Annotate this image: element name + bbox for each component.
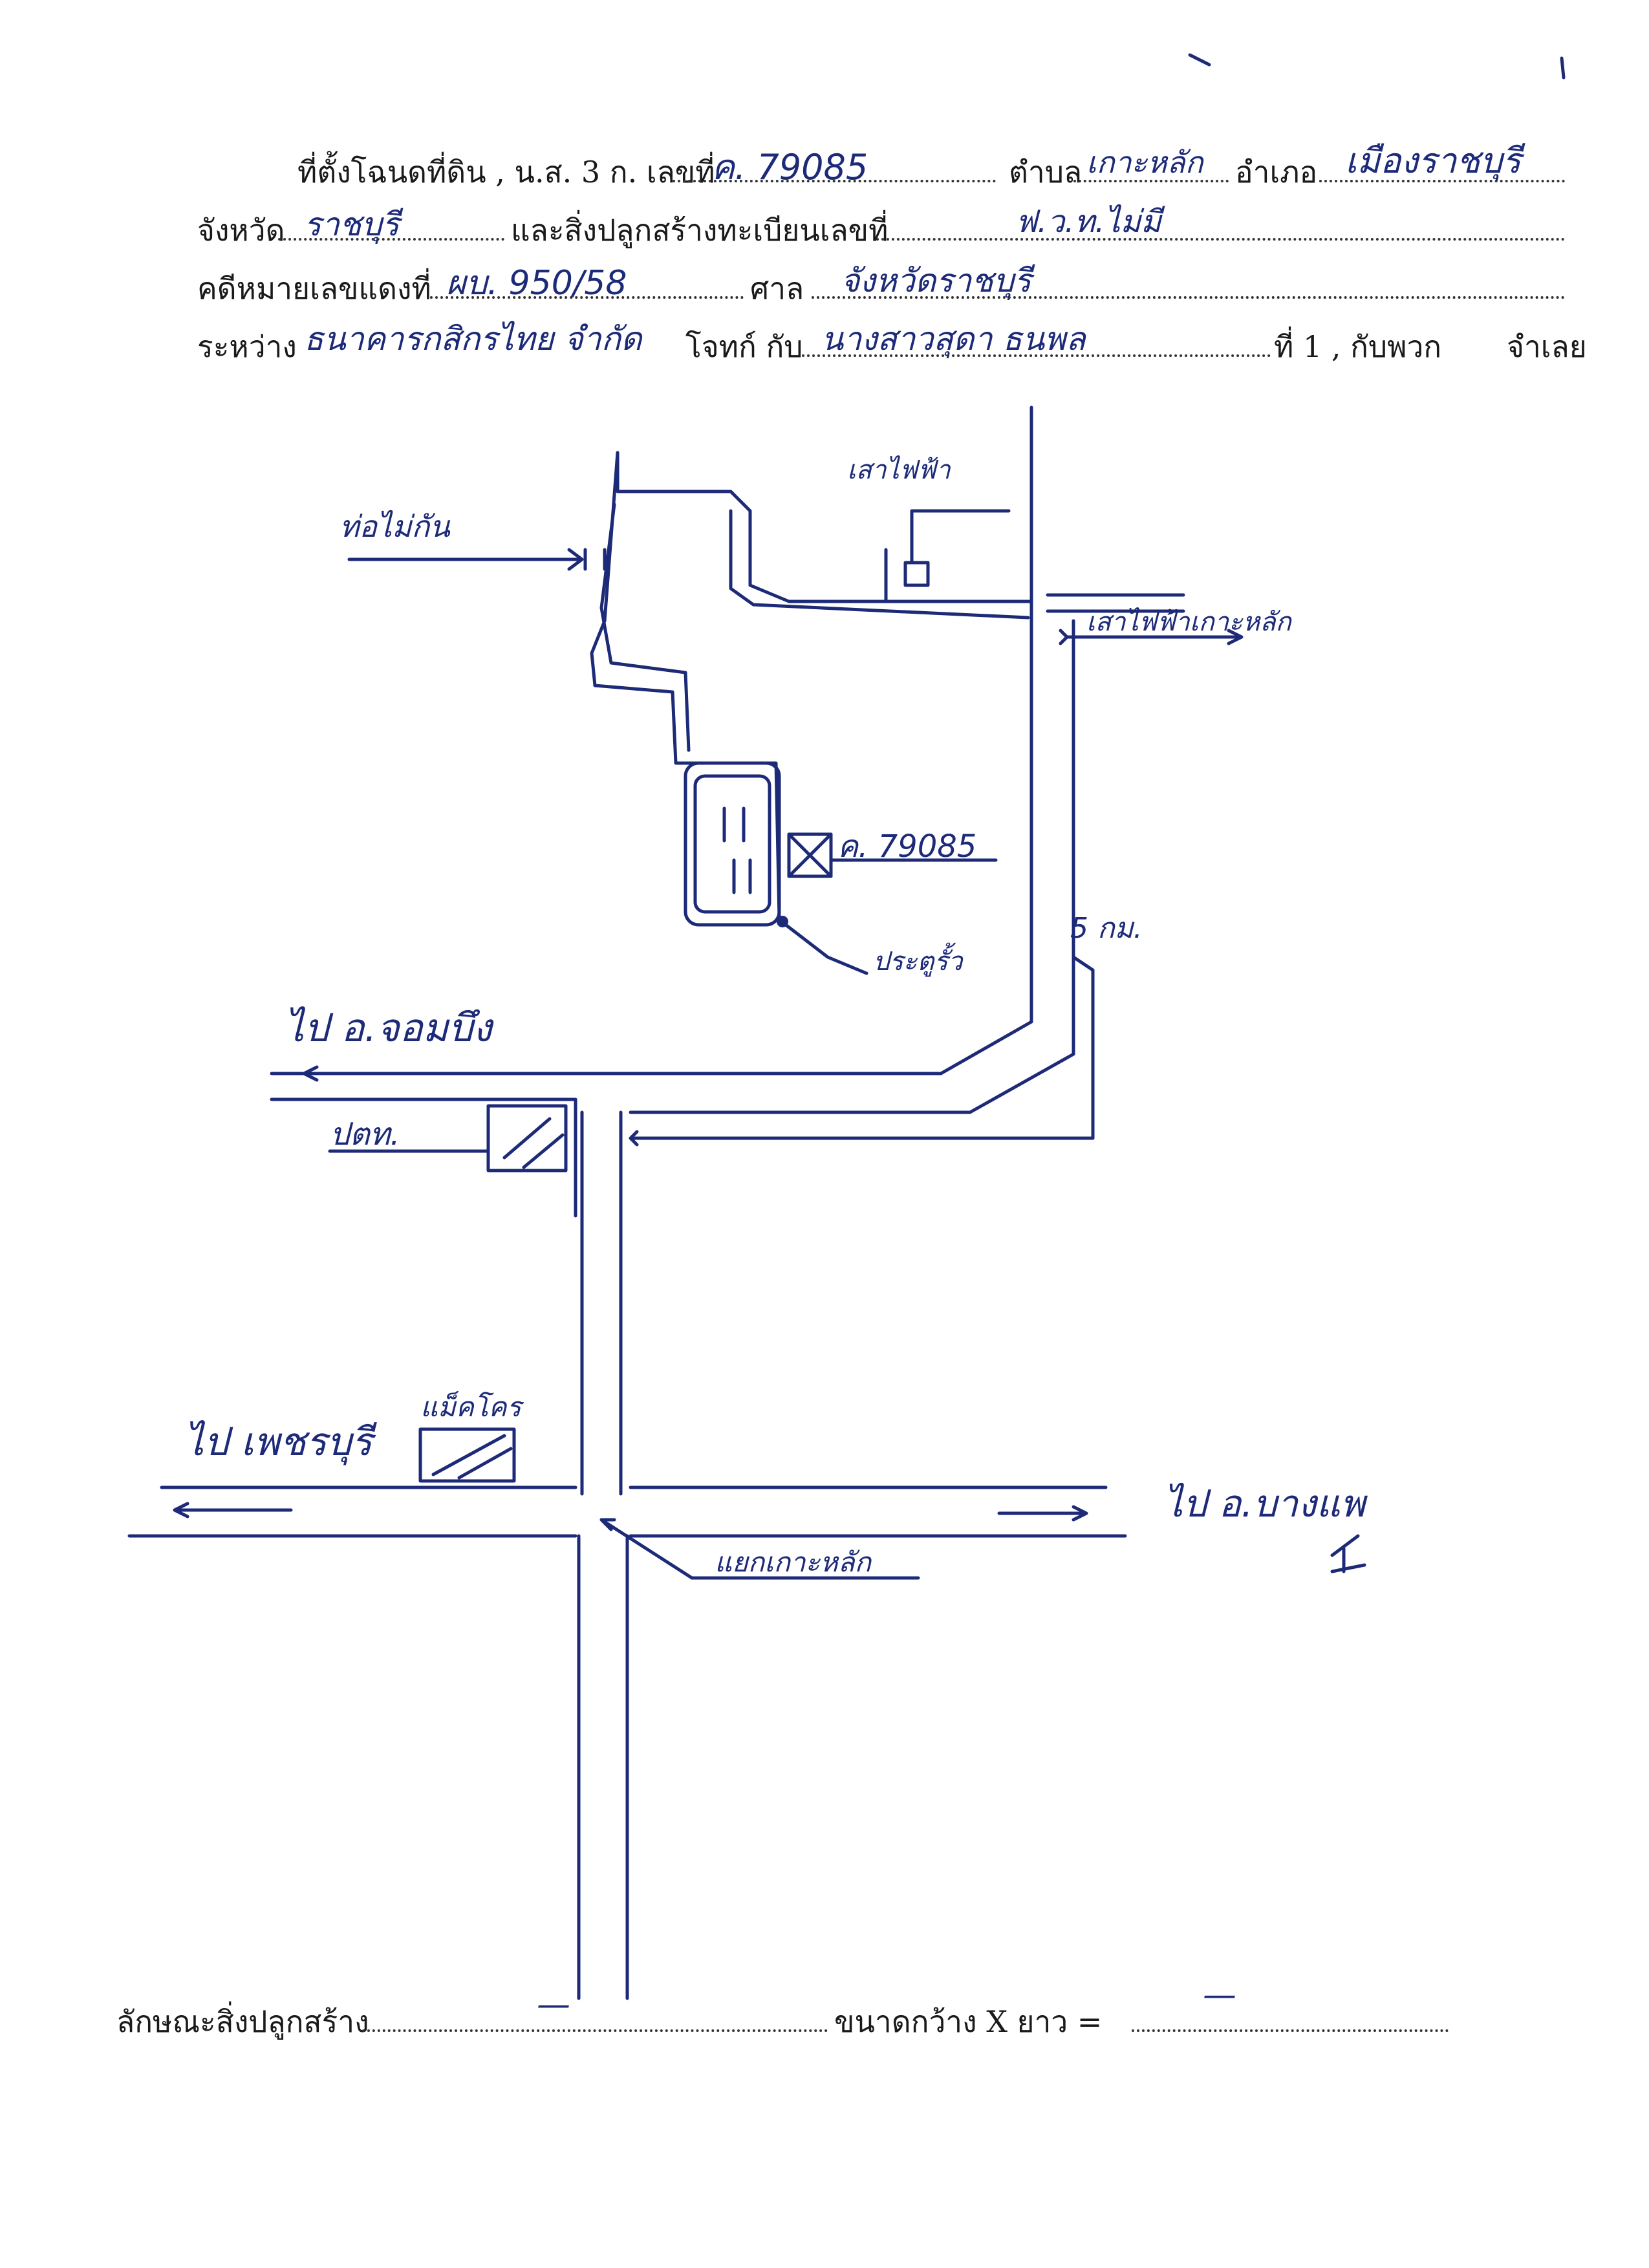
deed-marker xyxy=(787,832,833,878)
label-to-left-lower: ไป เพชรบุรี xyxy=(184,1420,378,1465)
defendant-suffix: ที่ 1 , กับพวก xyxy=(1274,329,1442,364)
deed-location-label: ที่ตั้งโฉนดที่ดิน , น.ส. 3 ก. เลขที่ xyxy=(297,155,715,189)
road-right-inner xyxy=(629,619,1075,1114)
gate-pointer xyxy=(784,923,868,975)
road-left-upper xyxy=(270,1097,577,1218)
building-reg-value: ฟ.ว.ท.ไม่มี xyxy=(1015,204,1161,240)
plaintiff-value: ธนาคารกสิกรไทย จำกัด xyxy=(304,320,642,358)
debtor-label: จำเลย xyxy=(1507,329,1587,364)
arrow-left-lower xyxy=(173,1502,293,1518)
building-reg-label: และสิ่งปลูกสร้างทะเบียนเลขที่ xyxy=(511,213,889,248)
tambon-label: ตำบล xyxy=(1009,155,1083,189)
lane-inner xyxy=(729,509,1030,620)
label-gate: ประตูรั้ว xyxy=(873,942,964,977)
lane-top xyxy=(616,451,1033,603)
lane-left-inner xyxy=(599,502,691,752)
pole-marker xyxy=(903,561,930,587)
size-label: ขนาดกว้าง X ยาว = xyxy=(834,2004,1103,2039)
court-value: จังหวัดราชบุรี xyxy=(841,262,1031,299)
header-row-2: จังหวัด ราชบุรี และสิ่งปลูกสร้างทะเบียนเ… xyxy=(0,200,1649,252)
arrow-right-lower xyxy=(997,1505,1088,1522)
road-side-branch xyxy=(1046,593,1185,613)
label-ptt: ปตท. xyxy=(330,1116,400,1152)
header-row-4: ระหว่าง ธนาคารกสิกรไทย จำกัด โจทก์ กับ น… xyxy=(0,317,1649,369)
junction-arrow xyxy=(599,1518,694,1580)
building-type-label: ลักษณะสิ่งปลูกสร้าง xyxy=(116,2004,369,2039)
pond-marks xyxy=(722,806,752,894)
amphoe-label: อำเภอ xyxy=(1235,155,1318,189)
province-label: จังหวัด xyxy=(197,213,285,248)
header-row-3: คดีหมายเลขแดงที่ ผบ. 950/58 ศาล จังหวัดร… xyxy=(0,259,1649,310)
pond-outline xyxy=(684,761,781,927)
footer-row: ลักษณะสิ่งปลูกสร้าง — ขนาดกว้าง X ยาว = … xyxy=(0,1976,1649,2044)
ptt-box xyxy=(486,1104,568,1172)
amphoe-value: เมืองราชบุรี xyxy=(1345,140,1522,181)
makro-box xyxy=(418,1427,516,1483)
label-deed-map: ค. 79085 xyxy=(837,828,976,865)
arrow-left-upper xyxy=(302,1065,416,1082)
label-makro: แม็คโคร xyxy=(420,1391,524,1423)
label-to-left-upper: ไป อ.จอมบึง xyxy=(285,1006,494,1051)
distance-pointer xyxy=(629,955,1095,1147)
court-label: ศาล xyxy=(750,271,804,306)
label-distance: 5 กม. xyxy=(1070,912,1143,945)
label-to-right-lower: ไป อ.บางแพ xyxy=(1164,1482,1368,1526)
label-junction: แยกเกาะหลัก xyxy=(715,1546,872,1578)
pond-inner xyxy=(693,774,771,914)
label-pipe: ท่อไม่กัน xyxy=(339,509,451,544)
header-row-1: ที่ตั้งโฉนดที่ดิน , น.ส. 3 ก. เลขที่ ค. … xyxy=(0,140,1649,194)
label-pole-top: เสาไฟฟ้า xyxy=(847,455,951,485)
label-road-right: เสาไฟฟ้าเกาะหลัก xyxy=(1086,607,1292,637)
defendant-value: นางสาวสุดา ธนพล xyxy=(821,320,1086,358)
right-label-arrow xyxy=(1059,629,1244,645)
pipe-arrow xyxy=(347,548,607,571)
between-label: ระหว่าง xyxy=(197,329,297,364)
building-type-value: — xyxy=(537,1985,570,2024)
province-value: ราชบุรี xyxy=(304,206,400,243)
plaintiff-label: โจทก์ กับ xyxy=(685,329,803,364)
size-value: — xyxy=(1203,1976,1236,2014)
road-right-outer xyxy=(270,405,1033,1075)
case-number-label: คดีหมายเลขแดงที่ xyxy=(197,271,431,306)
tambon-value: เกาะหลัก xyxy=(1086,145,1203,180)
